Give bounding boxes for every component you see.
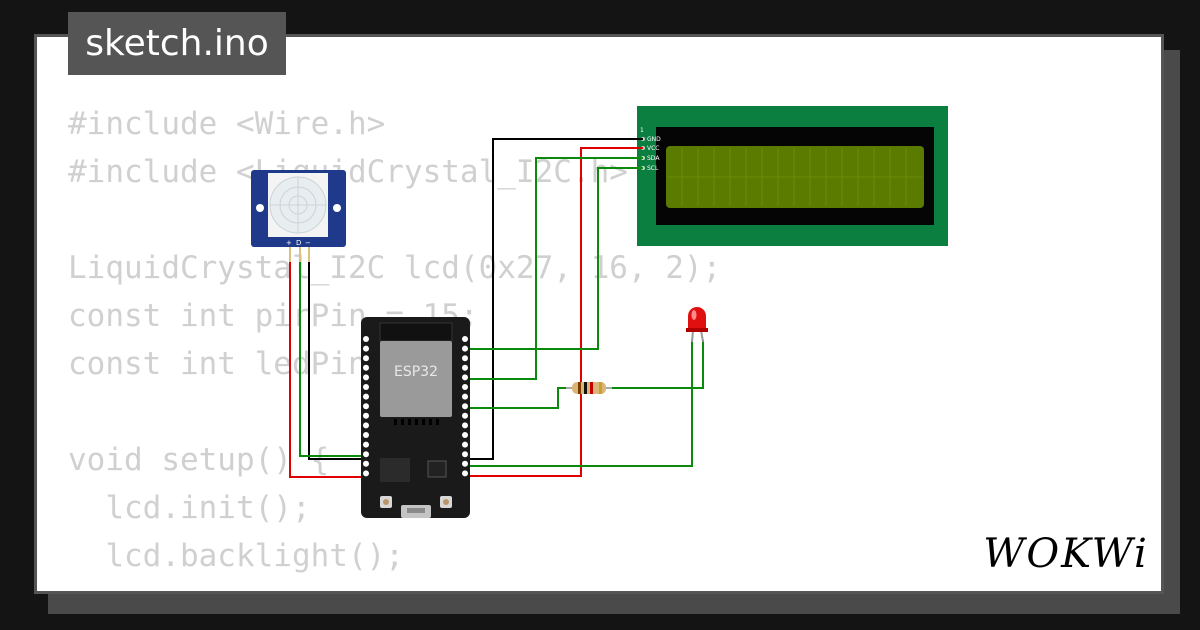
wire-scl[interactable] bbox=[467, 167, 643, 350]
wokwi-logo: WOKWi bbox=[983, 531, 1149, 577]
esp32-antenna-area bbox=[379, 322, 453, 342]
header-pin bbox=[462, 384, 468, 390]
wire-lcd-vcc[interactable] bbox=[467, 147, 643, 477]
header-pin bbox=[363, 384, 369, 390]
usb-port-slot bbox=[407, 508, 425, 513]
en-button-cap bbox=[383, 499, 389, 505]
led-highlight bbox=[691, 310, 697, 320]
lcd-pin-vcc-label: VCC bbox=[647, 145, 659, 152]
header-pin bbox=[363, 393, 369, 400]
wire-pir-vcc[interactable] bbox=[289, 262, 366, 478]
header-pin bbox=[363, 374, 369, 381]
led-rim bbox=[686, 328, 708, 332]
lcd-pin-sda-label: SDA bbox=[647, 155, 660, 162]
code-line: lcd.backlight(); bbox=[68, 538, 404, 574]
esp32-pin-headers bbox=[363, 336, 468, 477]
esp32-module-shield bbox=[380, 341, 452, 417]
resistor-band bbox=[584, 382, 587, 394]
pir-pin-gnd-label: − bbox=[305, 239, 311, 247]
header-pin bbox=[462, 422, 468, 429]
wire-led-anode[interactable] bbox=[610, 340, 704, 389]
esp32-regulator bbox=[380, 458, 410, 482]
header-pin bbox=[462, 364, 468, 371]
header-pin bbox=[462, 345, 468, 352]
header-pin bbox=[462, 393, 468, 400]
boot-button-cap bbox=[443, 499, 449, 505]
file-name-tab: sketch.ino bbox=[68, 12, 286, 75]
code-line: void setup() { bbox=[68, 442, 330, 478]
header-pin bbox=[363, 451, 369, 458]
header-pin bbox=[363, 470, 369, 477]
header-pin bbox=[363, 336, 369, 342]
header-pin bbox=[462, 403, 468, 410]
header-pin bbox=[363, 412, 369, 419]
lcd-character-grid bbox=[668, 148, 922, 206]
header-pin bbox=[363, 441, 369, 448]
code-preview: #include <Wire.h>#include <LiquidCrystal… bbox=[68, 100, 721, 580]
header-pin bbox=[462, 355, 468, 362]
header-pin bbox=[363, 345, 369, 352]
header-pin bbox=[363, 403, 369, 410]
resistor-band bbox=[590, 382, 593, 394]
header-pin bbox=[363, 432, 369, 438]
resistor[interactable] bbox=[566, 382, 612, 394]
brand-name: WOKWi bbox=[983, 531, 1149, 577]
pir-mount-hole bbox=[256, 204, 264, 212]
header-pin bbox=[462, 374, 468, 381]
header-pin bbox=[462, 441, 468, 448]
esp32-board[interactable]: ESP32 bbox=[361, 317, 470, 518]
wire-gnd[interactable] bbox=[308, 138, 643, 460]
code-line: #include <Wire.h> bbox=[68, 106, 386, 142]
wire-led-cathode[interactable] bbox=[467, 340, 693, 467]
header-pin bbox=[363, 460, 369, 467]
header-pin bbox=[462, 412, 468, 419]
pir-pin-out-label: D bbox=[296, 239, 301, 247]
lcd-display[interactable]: 1 GND VCC SDA SCL bbox=[637, 106, 948, 246]
code-line: const int ledPin = 2; bbox=[68, 346, 460, 382]
code-line: lcd.init(); bbox=[68, 490, 311, 526]
pir-pin-legs bbox=[289, 247, 310, 262]
pir-sensor[interactable]: + D − bbox=[251, 170, 346, 262]
wire-led-signal[interactable] bbox=[467, 387, 568, 409]
header-pin bbox=[462, 336, 468, 342]
esp32-module-pins bbox=[394, 419, 439, 425]
lcd-pin1-mark: 1 bbox=[640, 127, 644, 134]
led[interactable] bbox=[686, 307, 708, 343]
pir-mount-hole bbox=[333, 204, 341, 212]
lcd-pin-gnd-label: GND bbox=[647, 136, 661, 143]
pir-pin-vcc-label: + bbox=[286, 239, 292, 247]
esp32-label: ESP32 bbox=[394, 364, 438, 380]
code-line: LiquidCrystal_I2C lcd(0x27, 16, 2); bbox=[68, 250, 722, 286]
header-pin bbox=[363, 364, 369, 371]
led-dome-icon bbox=[688, 307, 706, 330]
header-pin bbox=[462, 470, 468, 477]
resistor-band bbox=[599, 382, 602, 394]
header-pin bbox=[363, 422, 369, 429]
header-pin bbox=[462, 432, 468, 438]
lcd-pin-scl-label: SCL bbox=[647, 165, 659, 172]
pir-dome-facets bbox=[270, 177, 326, 233]
wire-sda[interactable] bbox=[467, 157, 643, 380]
resistor-band bbox=[578, 382, 581, 394]
esp32-usb-chip bbox=[427, 460, 447, 478]
header-pin bbox=[363, 355, 369, 362]
header-pin bbox=[462, 460, 468, 467]
header-pin bbox=[462, 451, 468, 458]
